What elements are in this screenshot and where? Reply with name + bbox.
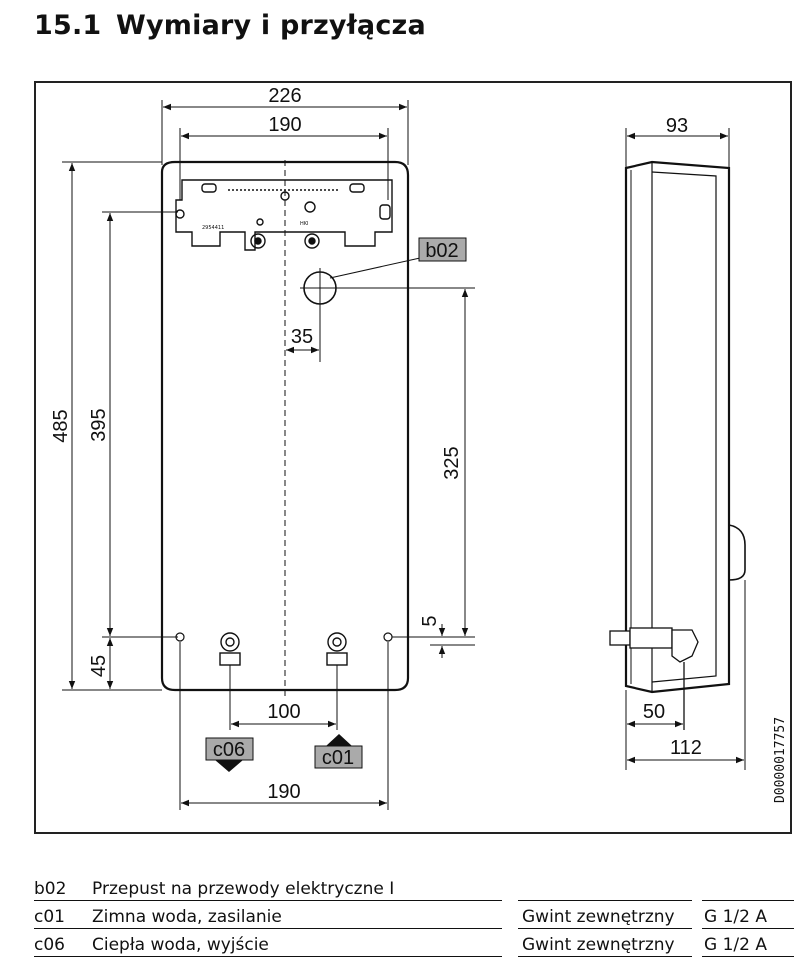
tag-c06-label: c06 [213,739,245,761]
dim-height-total: 485 [50,409,72,442]
side-view [609,160,746,730]
dim-width-total: 226 [268,85,301,107]
section-heading: 15.1 Wymiary i przyłącza [34,10,426,41]
legend-code: c01 [34,901,92,929]
side-water-fitting [609,627,699,730]
dim-offset-45: 45 [88,655,110,677]
dim-height-325: 325 [441,446,463,479]
legend-size: G 1/2 A [702,929,794,957]
section-title: Wymiary i przyłącza [116,10,426,41]
dim-depth-93: 93 [666,115,688,137]
dim-offset-35: 35 [291,326,313,348]
document-id: D0000017757 [773,717,788,803]
section-number: 15.1 [34,10,102,41]
water-connector-c06 [219,632,241,666]
svg-text:HKI: HKI [300,221,309,227]
legend-table: b02 Przepust na przewody elektryczne I c… [34,873,794,957]
tag-c01: c01 [314,734,363,769]
legend-desc: Zimna woda, zasilanie [92,901,502,929]
legend-row: b02 Przepust na przewody elektryczne I [34,873,794,901]
svg-text:2954411: 2954411 [202,225,224,231]
legend-desc: Ciepła woda, wyjście [92,929,502,957]
dim-width-bottom: 190 [267,781,300,803]
drawing-frame [34,81,792,834]
dim-height-upper: 395 [88,408,110,441]
dim-depth-112: 112 [670,737,702,759]
legend-row: c06 Ciepła woda, wyjście Gwint zewnętrzn… [34,929,794,957]
legend-thread: Gwint zewnętrzny [518,901,692,929]
legend-code: c06 [34,929,92,957]
tag-c06: c06 [205,737,254,772]
dim-depth-50: 50 [643,701,665,723]
tag-b02-label: b02 [425,240,458,262]
legend-size [702,873,794,901]
legend-row: c01 Zimna woda, zasilanie Gwint zewnętrz… [34,901,794,929]
front-dimensions [62,100,475,810]
b02-leader [329,257,421,279]
legend-thread [518,873,692,901]
side-dimensions [625,128,746,770]
legend-thread: Gwint zewnętrzny [518,929,692,957]
dim-offset-5: 5 [419,615,441,626]
dim-width-bracket: 190 [268,114,301,136]
front-view: 2954411 HKI [160,160,421,696]
legend-desc: Przepust na przewody elektryczne I [92,873,502,901]
legend-size: G 1/2 A [702,901,794,929]
dim-pipe-spacing: 100 [267,701,300,723]
tag-b02: b02 [418,237,467,262]
tag-c01-label: c01 [322,747,354,769]
legend-code: b02 [34,873,92,901]
